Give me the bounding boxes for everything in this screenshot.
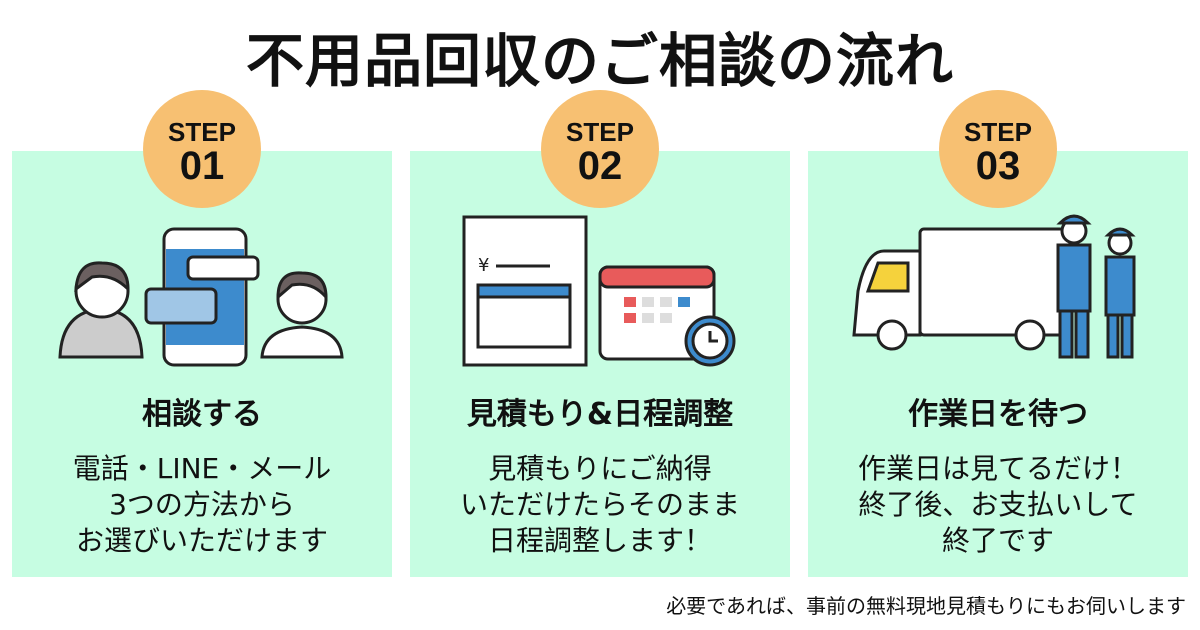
truck-icon [852,227,1072,351]
step-description: 作業日は見てるだけ！終了後、お支払いして終了です [857,452,1138,557]
step-description: 見積もりにご納得いただけたらそのまま日程調整します！ [459,452,740,557]
page-title: 不用品回収のご相談の流れ [245,27,954,95]
step-number: 01 [179,144,225,188]
step-heading: 作業日を待つ [908,397,1088,432]
step-label: STEP [964,117,1032,147]
clock-icon [684,315,736,367]
step-panel-2: ¥ 見積もり&日程調整 見積もりにご納得いただけたらそのまま日程調整します！ [410,151,790,577]
operator-icon [58,261,144,359]
invoice-icon: ¥ [462,215,588,367]
step-heading: 見積もり&日程調整 [466,397,734,432]
estimate-illustration: ¥ [462,215,736,367]
moving-illustration [852,214,1136,359]
step-number: 03 [975,144,1021,188]
footnote: 必要であれば、事前の無料現地見積もりにもお伺いします [666,594,1186,618]
phone-icon [144,227,260,367]
consultation-illustration [58,227,344,367]
worker-icon [1056,214,1092,359]
step-panel-3: 作業日を待つ 作業日は見てるだけ！終了後、お支払いして終了です [808,151,1188,577]
step-number: 02 [577,144,623,188]
svg-text:¥: ¥ [478,255,489,276]
step-label: STEP [168,117,236,147]
worker-icon [1104,227,1136,359]
step-heading: 相談する [142,397,262,432]
step-label: STEP [566,117,634,147]
customer-icon [260,271,344,359]
